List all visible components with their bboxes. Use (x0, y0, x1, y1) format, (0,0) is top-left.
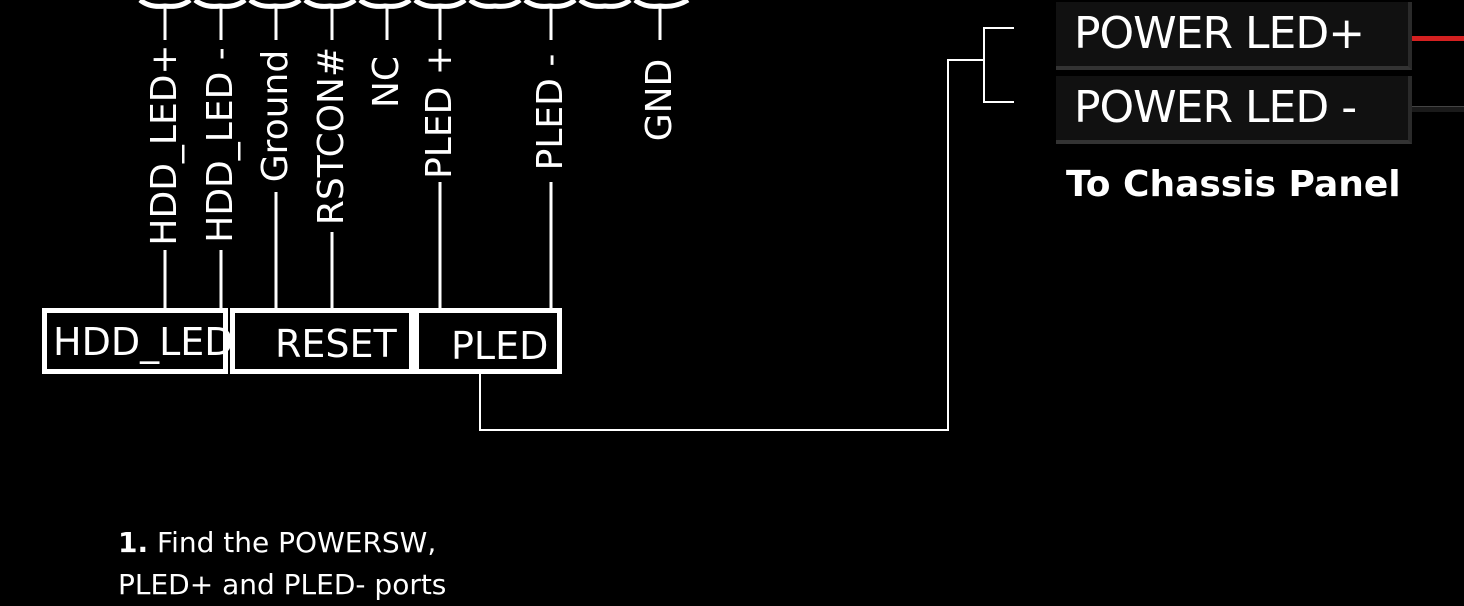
pin-label-pled-plus: PLED + (419, 45, 460, 179)
group-box-pled: PLED (414, 308, 562, 374)
group-label-pled: PLED (451, 324, 549, 368)
pled-routing-line (479, 59, 984, 431)
group-box-reset: RESET (230, 308, 414, 374)
wire-black (1412, 106, 1464, 112)
group-box-hdd-led: HDD_LED (42, 308, 234, 374)
header-pin-row (138, 0, 690, 9)
connector-label-power-led-plus: POWER LED+ (1074, 8, 1365, 59)
chassis-panel-title: To Chassis Panel (1066, 164, 1401, 205)
connector-power-led-minus: POWER LED - (1056, 76, 1412, 144)
pin-label-rstcon: RSTCON# (311, 46, 352, 226)
group-label-reset: RESET (275, 322, 397, 366)
step-number: 1. (118, 526, 149, 559)
pin-label-nc: NC (366, 55, 407, 109)
pin-label-gnd: GND (639, 58, 680, 142)
pin-label-pled-minus: PLED - (530, 53, 571, 171)
connector-bracket (983, 27, 1014, 103)
pin-leads (163, 6, 662, 308)
wire-red (1412, 36, 1464, 41)
pin-label-hdd-led-plus: HDD_LED+ (144, 44, 185, 246)
pin-label-hdd-led-minus: HDD_LED - (200, 47, 241, 243)
step-text-line1: Find the POWERSW, (157, 526, 437, 559)
instruction-step: 1. Find the POWERSW, PLED+ and PLED- por… (118, 522, 446, 606)
connector-power-led-plus: POWER LED+ (1056, 2, 1412, 70)
group-label-hdd-led: HDD_LED (53, 320, 234, 364)
step-text-line2: PLED+ and PLED- ports (118, 568, 447, 601)
pin-label-ground: Ground (255, 49, 296, 183)
connector-label-power-led-minus: POWER LED - (1074, 82, 1357, 133)
